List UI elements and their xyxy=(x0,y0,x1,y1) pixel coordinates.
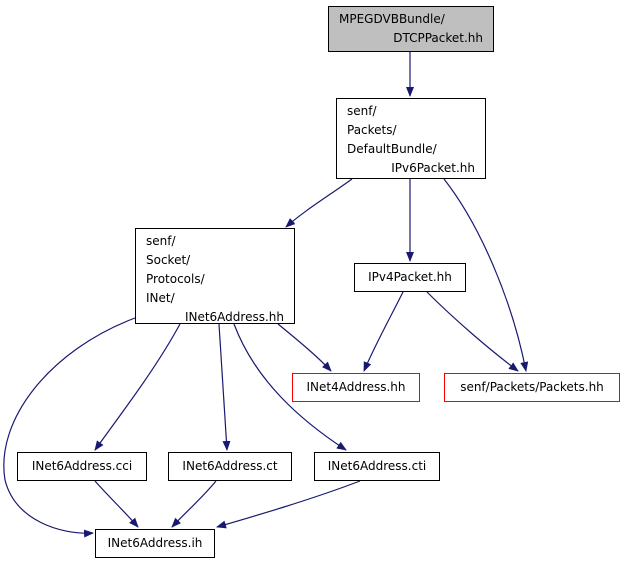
node-line: INet6Address.hh xyxy=(184,310,284,324)
edge-ipv6-to-packets xyxy=(443,178,529,372)
edge-inet6addr-to-ih xyxy=(3,317,136,538)
edge-ipv4-to-packets xyxy=(426,291,519,372)
node-line: Protocols/ xyxy=(146,272,205,286)
node-line: Packets/ xyxy=(347,123,397,137)
node-packets-hh[interactable]: senf/Packets/Packets.hh xyxy=(444,373,620,402)
edge-cci-to-ih xyxy=(94,480,139,528)
edge-inet6addr-to-inet4addr xyxy=(277,323,332,372)
node-dtcp-packet[interactable]: MPEGDVBBundle/ DTCPPacket.hh xyxy=(328,6,494,52)
node-line: DefaultBundle/ xyxy=(347,142,437,156)
node-label: INet6Address.cti xyxy=(327,459,427,473)
node-inet6-address-ih[interactable]: INet6Address.ih xyxy=(95,529,215,558)
node-line: Socket/ xyxy=(146,253,191,267)
node-ipv4-packet[interactable]: IPv4Packet.hh xyxy=(354,263,466,292)
node-label: INet6Address.ct xyxy=(182,459,278,473)
edge-inet6addr-to-cci xyxy=(94,323,181,451)
node-inet6-address-cci[interactable]: INet6Address.cci xyxy=(17,452,147,481)
node-label: IPv4Packet.hh xyxy=(368,270,452,284)
node-inet4-address[interactable]: INet4Address.hh xyxy=(292,373,420,402)
node-label: INet6Address.ih xyxy=(107,536,203,550)
node-line: MPEGDVBBundle/ xyxy=(339,12,445,26)
node-label: senf/Packets/Packets.hh xyxy=(460,380,604,394)
node-line: IPv6Packet.hh xyxy=(391,161,475,175)
edge-cti-to-ih xyxy=(216,480,361,529)
node-line: INet/ xyxy=(146,291,175,305)
node-inet6-address-ct[interactable]: INet6Address.ct xyxy=(168,452,292,481)
edge-ipv4-to-inet4addr xyxy=(363,291,404,372)
edge-inet6addr-to-ct xyxy=(218,323,231,451)
node-label: INet6Address.cci xyxy=(31,459,133,473)
node-inet6-address-hh[interactable]: senf/ Socket/ Protocols/ INet/ INet6Addr… xyxy=(135,228,295,324)
node-label: INet4Address.hh xyxy=(306,380,406,394)
node-line: senf/ xyxy=(347,104,377,118)
edge-inet6addr-to-cti xyxy=(233,323,347,451)
node-inet6-address-cti[interactable]: INet6Address.cti xyxy=(314,452,440,481)
node-line: DTCPPacket.hh xyxy=(393,31,483,45)
edge-ct-to-ih xyxy=(171,480,217,528)
edge-ipv6-to-inet6addr xyxy=(285,178,353,228)
node-ipv6-packet[interactable]: senf/ Packets/ DefaultBundle/ IPv6Packet… xyxy=(336,98,486,179)
node-line: senf/ xyxy=(146,234,176,248)
